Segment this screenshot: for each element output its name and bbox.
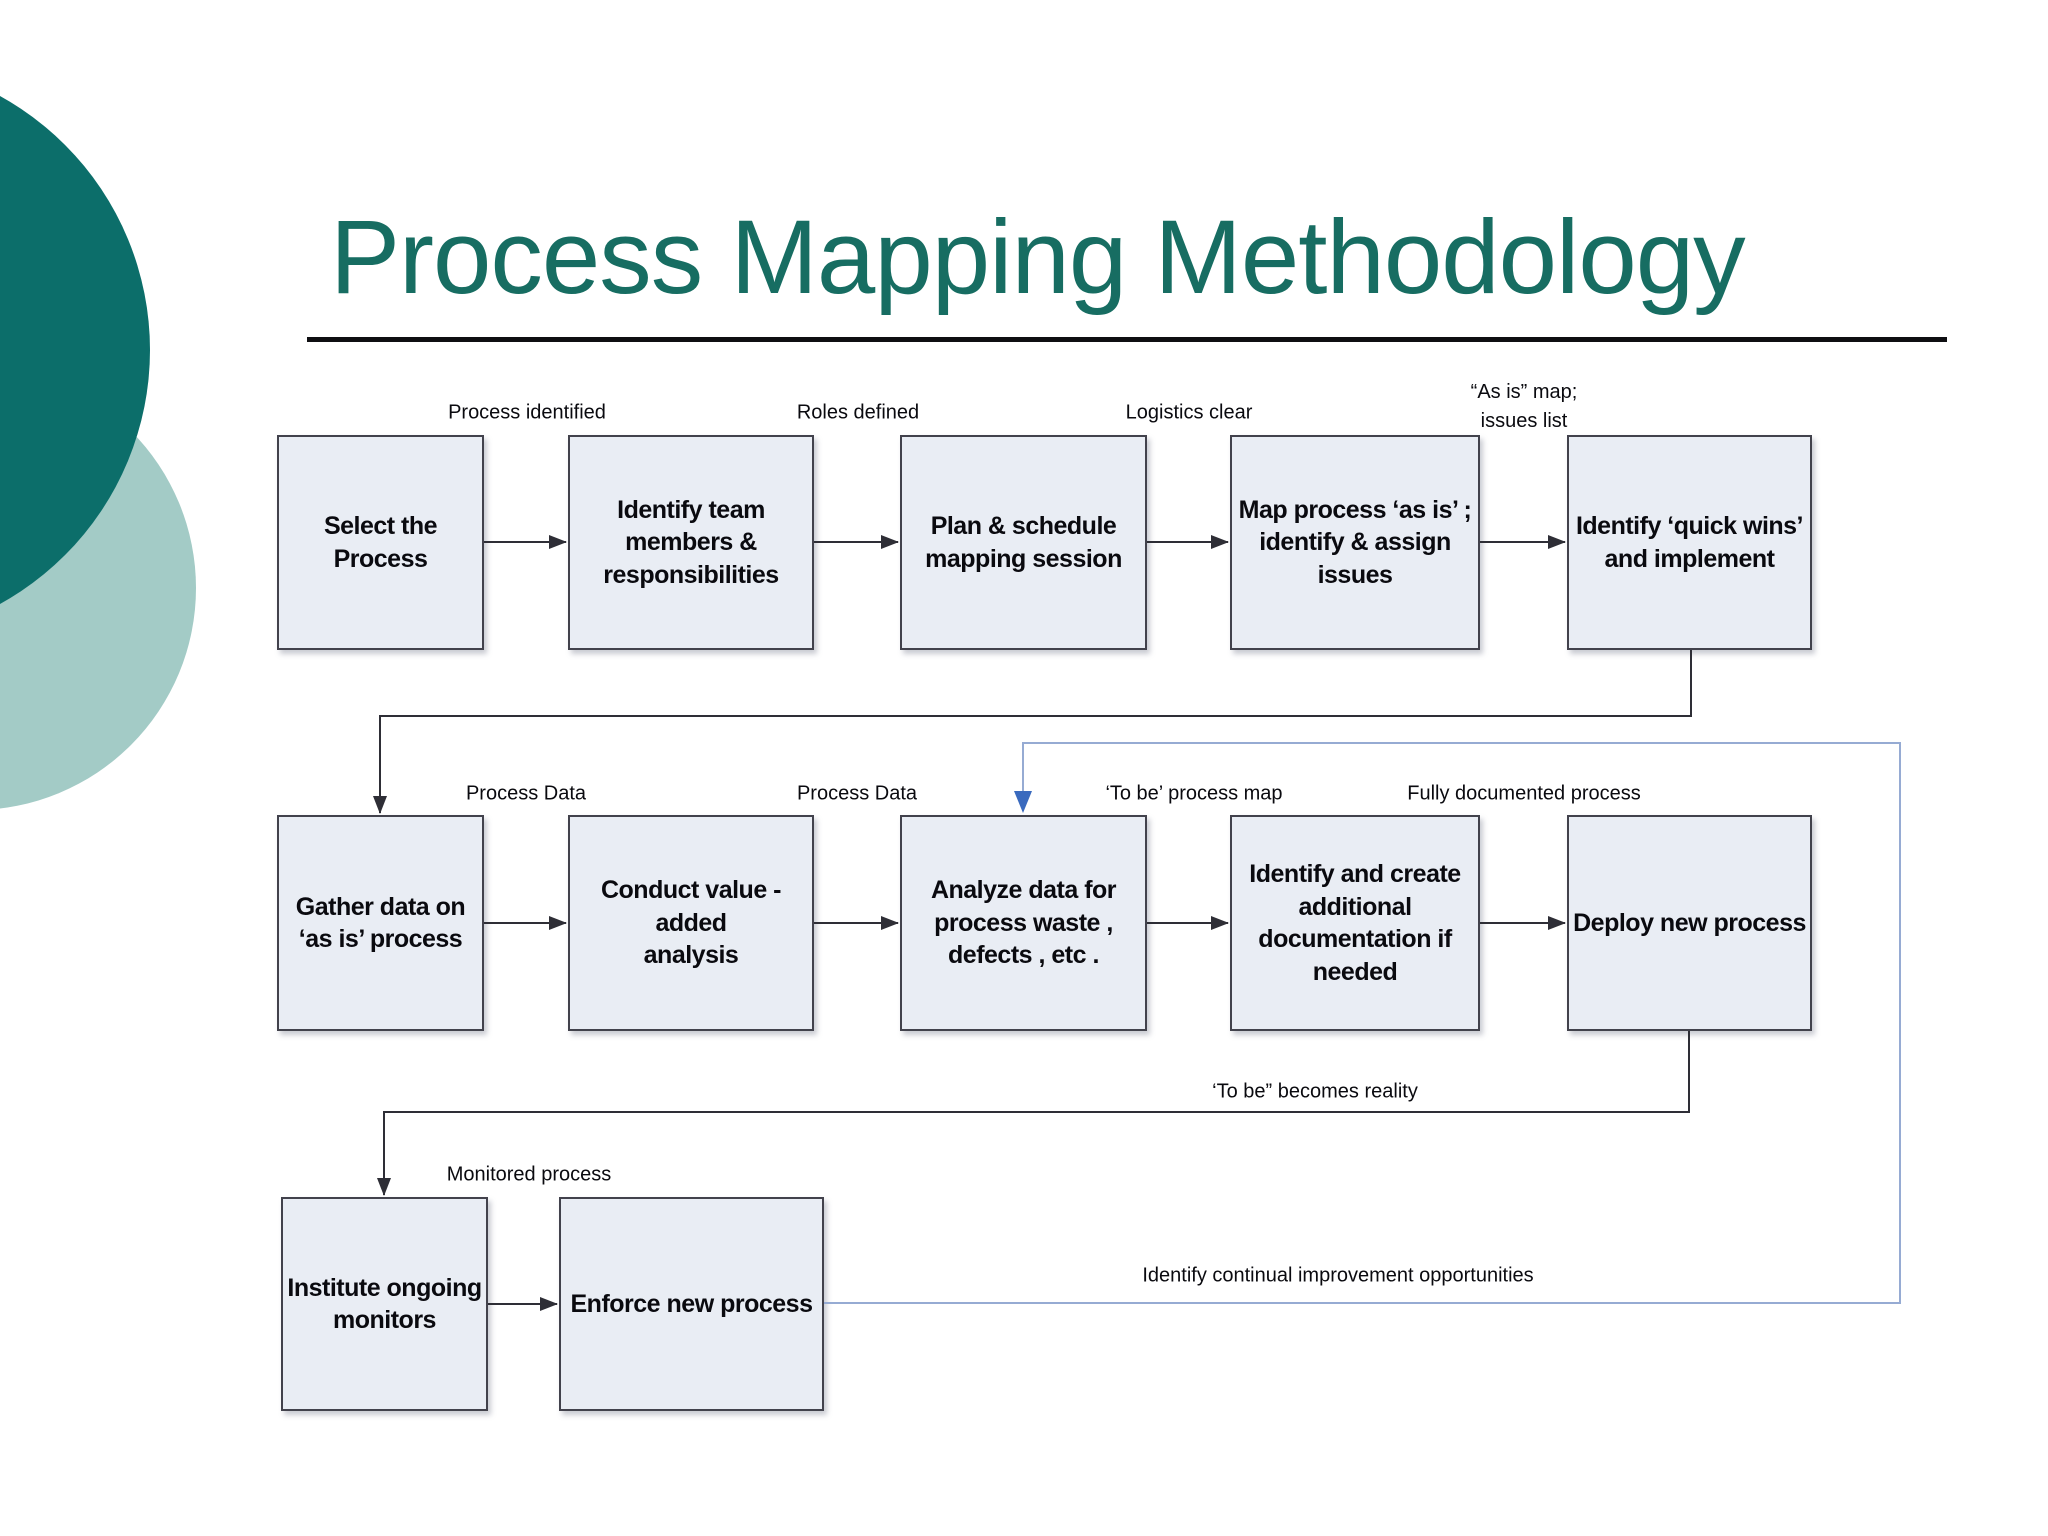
step-box-identify-team: Identify team members & responsibilities: [568, 435, 814, 650]
transition-label-process-identified: Process identified: [448, 401, 606, 424]
transition-label-as-is-map-issues-list: “As is” map; issues list: [1470, 381, 1578, 432]
transition-label-to-be-process-map: ‘To be’ process map: [1105, 782, 1283, 805]
step-box-plan-schedule: Plan & schedule mapping session: [900, 435, 1147, 650]
transition-label-fully-documented-process: Fully documented process: [1407, 782, 1641, 805]
connector-row1-to-row2: [373, 650, 1692, 814]
transition-label-continual-improvement: Identify continual improvement opportuni…: [1142, 1264, 1534, 1287]
step-box-additional-documentation: Identify and create additional documenta…: [1230, 815, 1480, 1031]
step-label: Analyze data for process waste , defects…: [930, 876, 1117, 970]
step-label: Enforce new process: [570, 1289, 813, 1318]
transition-label-roles-defined: Roles defined: [796, 401, 920, 424]
step-label: Select the Process: [323, 512, 438, 573]
step-label: Identify and create additional documenta…: [1249, 860, 1461, 986]
step-box-analyze-data: Analyze data for process waste , defects…: [900, 815, 1147, 1031]
step-label: Gather data on ‘as is’ process: [295, 892, 466, 954]
feedback-loop-connector: [824, 742, 1901, 1304]
connector-row2-to-row3: [377, 1031, 1690, 1196]
transition-label-process-data-1: Process Data: [465, 782, 587, 805]
step-box-institute-monitors: Institute ongoing monitors: [281, 1197, 488, 1411]
transition-label-logistics-clear: Logistics clear: [1125, 401, 1253, 424]
step-box-map-process-as-is: Map process ‘as is’ ; identify & assign …: [1230, 435, 1480, 650]
slide-title: Process Mapping Methodology: [330, 199, 1746, 316]
step-label: Plan & schedule mapping session: [925, 512, 1122, 573]
step-box-identify-quick-wins: Identify ‘quick wins’ and implement: [1567, 435, 1812, 650]
title-underline: [307, 337, 1947, 342]
step-box-deploy-new-process: Deploy new process: [1567, 815, 1812, 1031]
step-box-enforce-new-process: Enforce new process: [559, 1197, 824, 1411]
step-box-value-added-analysis: Conduct value -added analysis: [568, 815, 814, 1031]
step-label: Identify ‘quick wins’ and implement: [1575, 512, 1804, 573]
step-box-select-process: Select the Process: [277, 435, 484, 650]
step-label: Institute ongoing monitors: [287, 1273, 482, 1335]
step-label: Conduct value -added analysis: [600, 876, 782, 970]
step-label: Deploy new process: [1573, 908, 1806, 937]
transition-label-to-be-becomes-reality: ‘To be” becomes reality: [1212, 1080, 1418, 1103]
transition-label-process-data-2: Process Data: [796, 782, 918, 805]
step-label: Map process ‘as is’ ; identify & assign …: [1238, 495, 1472, 589]
transition-label-monitored-process: Monitored process: [446, 1163, 612, 1186]
step-box-gather-data: Gather data on ‘as is’ process: [277, 815, 484, 1031]
step-label: Identify team members & responsibilities: [603, 495, 779, 589]
